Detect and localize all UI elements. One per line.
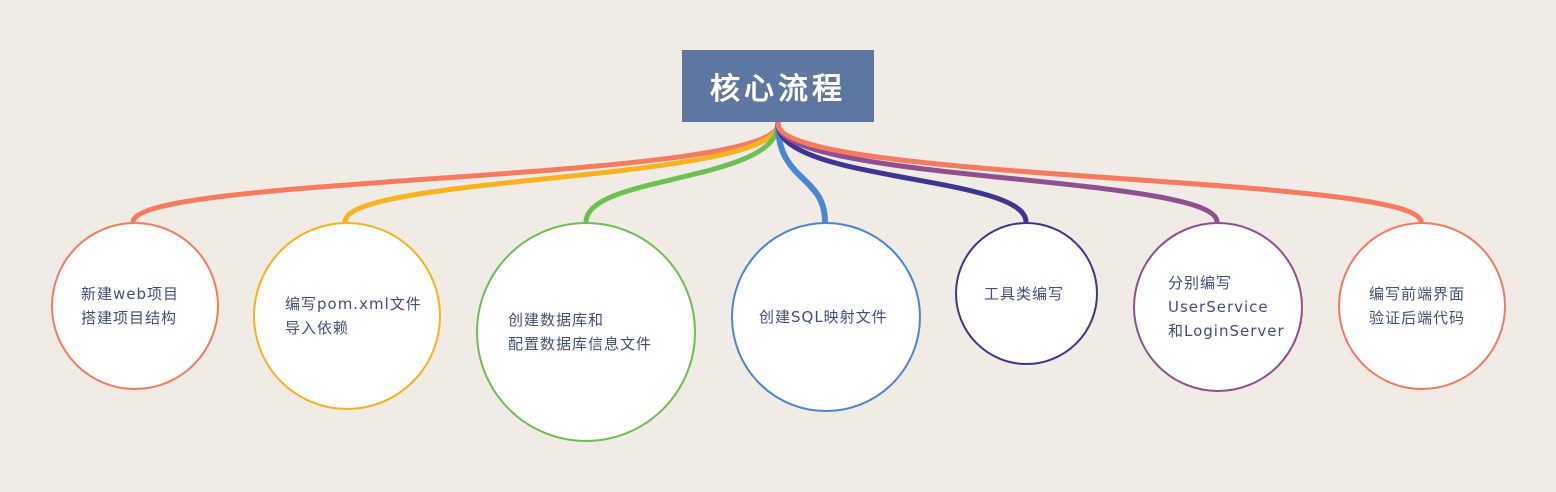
node-sql-mapping[interactable]: 创建SQL映射文件 (731, 222, 921, 412)
node-database-config[interactable]: 创建数据库和 配置数据库信息文件 (476, 222, 696, 442)
node-label-line: 分别编写 (1168, 274, 1233, 292)
node-label-line: 编写前端界面 (1369, 285, 1466, 303)
connector-6 (775, 121, 1220, 225)
node-label-line: 创建SQL映射文件 (759, 308, 888, 326)
node-frontend-verify[interactable]: 编写前端界面 验证后端代码 (1338, 222, 1506, 390)
connector-4 (775, 121, 828, 225)
node-pom-dependencies[interactable]: 编写pom.xml文件 导入依赖 (253, 222, 441, 410)
connector-2 (342, 121, 781, 225)
connector-7 (775, 121, 1424, 225)
node-label-line: 编写pom.xml文件 (285, 295, 422, 313)
node-label-line: 和LoginServer (1168, 322, 1285, 340)
connector-1 (130, 121, 781, 225)
node-label-line: 搭建项目结构 (81, 309, 178, 327)
connector-5 (775, 121, 1029, 225)
node-label-line: 配置数据库信息文件 (508, 335, 653, 353)
node-label-line: 工具类编写 (984, 284, 1065, 303)
node-label-line: 验证后端代码 (1369, 309, 1466, 327)
node-label-line: 创建数据库和 (508, 311, 605, 329)
node-label-line: 导入依赖 (285, 319, 350, 337)
node-service-classes[interactable]: 分别编写 UserService 和LoginServer (1133, 222, 1303, 392)
root-topic[interactable]: 核心流程 (682, 50, 874, 122)
node-create-web-project[interactable]: 新建web项目 搭建项目结构 (51, 222, 219, 390)
connector-3 (583, 121, 781, 225)
node-label-line: UserService (1168, 298, 1269, 316)
node-utility-class[interactable]: 工具类编写 (955, 222, 1098, 365)
node-label-line: 新建web项目 (81, 285, 180, 303)
